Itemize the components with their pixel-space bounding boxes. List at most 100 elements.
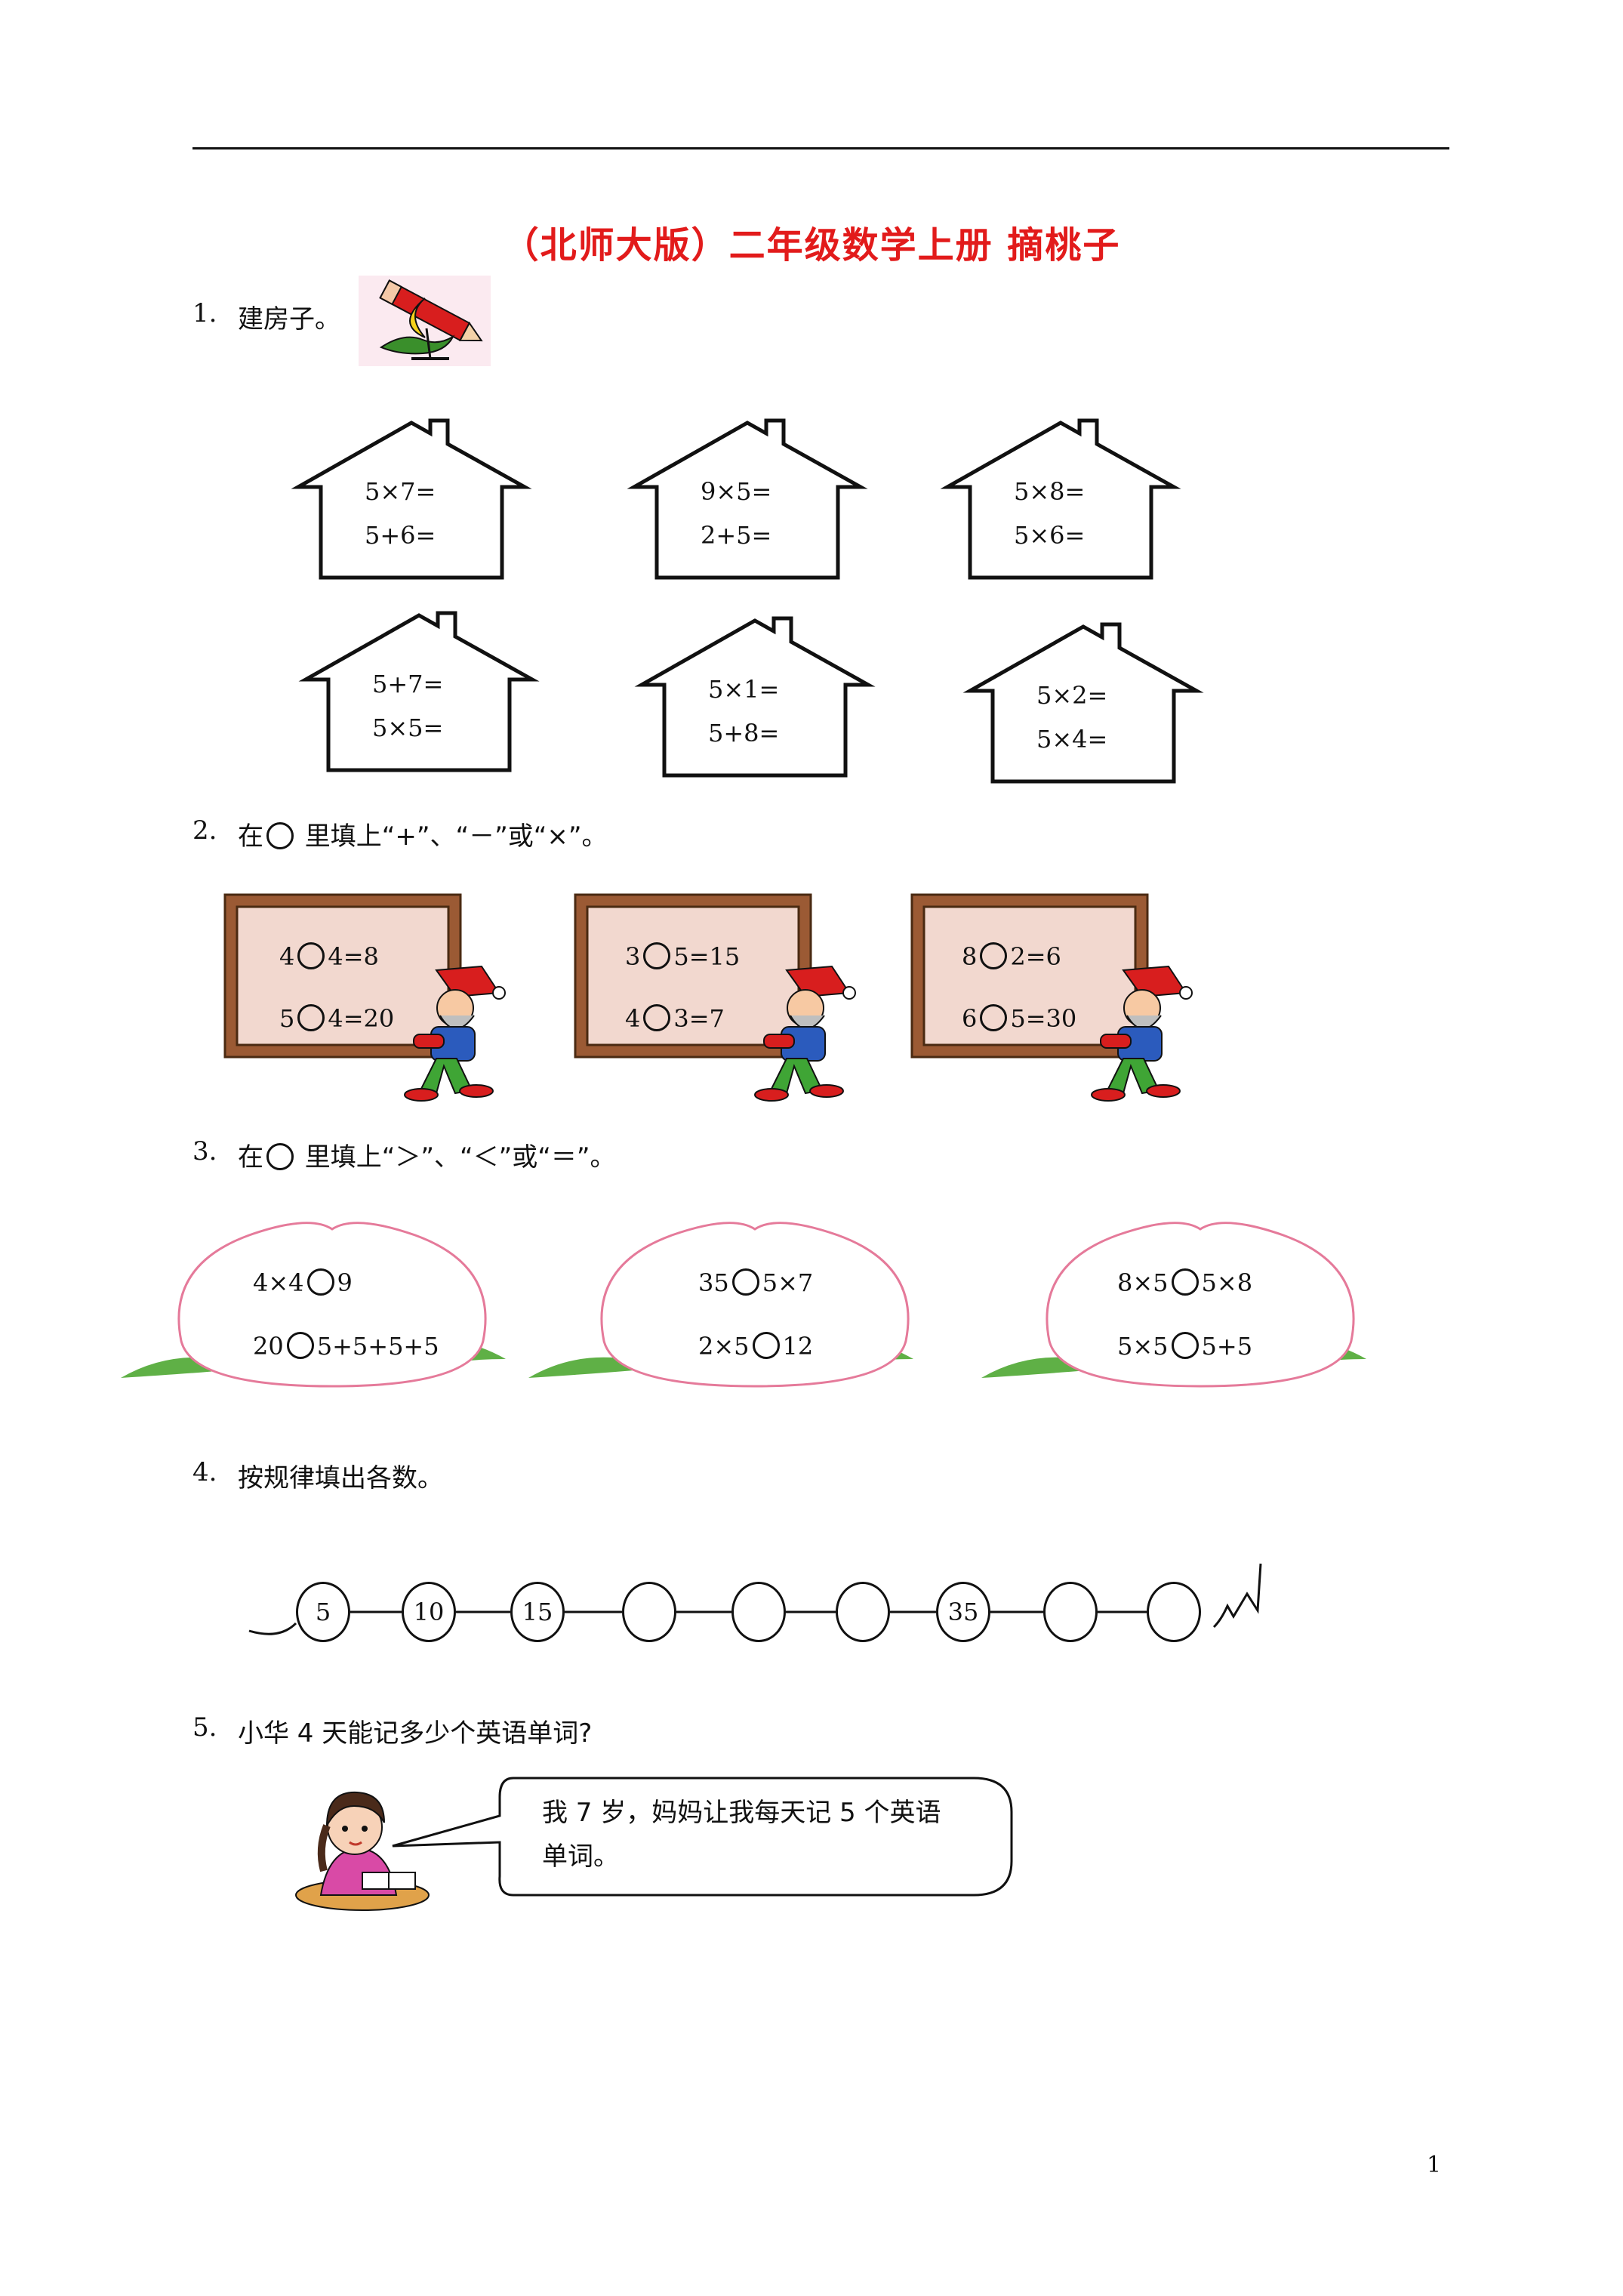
- peaches-graphics: [121, 1222, 1366, 1388]
- answer-circle[interactable]: [297, 942, 325, 969]
- q2-number: 2.: [192, 815, 217, 846]
- sequence-circle-7: 35: [936, 1582, 990, 1642]
- q3-text-before: 在: [238, 1142, 263, 1173]
- q4-text: 按规律填出各数。: [238, 1463, 443, 1493]
- house-4-eq-2: 5×5=: [372, 713, 444, 742]
- answer-circle[interactable]: [731, 1268, 759, 1296]
- house-outline: [627, 418, 868, 580]
- speech-line-1: 我 7 岁，妈妈让我每天记 5 个英语: [542, 1798, 941, 1828]
- sequence-circle-8[interactable]: [1043, 1582, 1098, 1642]
- gnome-icon: [1091, 965, 1193, 1102]
- chalkboard: [223, 893, 462, 1059]
- q1-text: 建房子。: [238, 304, 340, 334]
- sequence-circle-4[interactable]: [622, 1582, 676, 1642]
- house-6: 5×2= 5×4=: [1036, 673, 1107, 761]
- speech-bubble: [392, 1777, 1013, 1897]
- pencil-moon-icon: [359, 276, 491, 366]
- house-4-eq-1: 5+7=: [372, 670, 444, 698]
- answer-circle[interactable]: [643, 1004, 671, 1031]
- house-outline: [962, 622, 1204, 784]
- house-2-eq-2: 2+5=: [701, 521, 772, 550]
- answer-circle[interactable]: [1171, 1332, 1199, 1359]
- chalkboard: [574, 893, 812, 1059]
- house-5-eq-2: 5+8=: [708, 719, 780, 747]
- girl-reading-icon: [295, 1791, 430, 1911]
- q5-text: 小华 4 天能记多少个英语单词?: [238, 1718, 593, 1749]
- house-5-eq-1: 5×1=: [708, 675, 780, 704]
- page-number: 1: [1427, 2152, 1442, 2178]
- sequence-circle-9[interactable]: [1147, 1582, 1201, 1642]
- house-3: 5×8= 5×6=: [1014, 470, 1085, 557]
- answer-circle[interactable]: [297, 1004, 325, 1031]
- answer-circle[interactable]: [752, 1332, 780, 1359]
- house-2: 9×5= 2+5=: [701, 470, 771, 557]
- peach-icon: [1046, 1222, 1355, 1388]
- house-outline: [291, 418, 532, 580]
- sequence-circle-6[interactable]: [836, 1582, 890, 1642]
- house-outline: [940, 418, 1181, 580]
- answer-circle[interactable]: [980, 1004, 1008, 1031]
- house-outline: [634, 616, 876, 778]
- page-title: （北师大版）二年级数学上册 摘桃子: [502, 224, 1121, 267]
- answer-circle[interactable]: [643, 942, 671, 969]
- house-1: 5×7= 5+6=: [365, 470, 436, 557]
- q1-number: 1.: [192, 298, 217, 328]
- house-1-eq-2: 5+6=: [365, 521, 436, 550]
- q5-number: 5.: [192, 1712, 217, 1743]
- sequence-circle-2: 10: [402, 1582, 456, 1642]
- q2-text: 在 里填上“+”、“－”或“×”。: [238, 815, 607, 852]
- peach-icon: [600, 1222, 910, 1388]
- houses-outlines: [291, 418, 1204, 784]
- house-outline: [298, 611, 540, 772]
- house-6-eq-1: 5×2=: [1036, 681, 1108, 710]
- right-squiggle: [1212, 1563, 1262, 1629]
- speech-line-2: 单词。: [542, 1841, 619, 1872]
- answer-circle[interactable]: [306, 1268, 334, 1296]
- chalkboard: [910, 893, 1149, 1059]
- gnome-icon: [754, 965, 856, 1102]
- header-rule: [192, 147, 1449, 149]
- house-6-eq-2: 5×4=: [1036, 725, 1108, 754]
- answer-circle[interactable]: [286, 1332, 314, 1359]
- answer-circle[interactable]: [1171, 1268, 1199, 1296]
- circle-icon: [266, 822, 294, 849]
- house-5: 5×1= 5+8=: [708, 667, 779, 755]
- house-3-eq-2: 5×6=: [1014, 521, 1086, 550]
- house-4: 5+7= 5×5=: [372, 662, 443, 750]
- left-squiggle: [248, 1622, 297, 1635]
- gnome-icon: [404, 965, 506, 1102]
- q3-number: 3.: [192, 1136, 217, 1166]
- peach-icon: [177, 1222, 487, 1388]
- q3-text: 在 里填上“＞”、“＜”或“＝”。: [238, 1136, 616, 1173]
- house-1-eq-1: 5×7=: [365, 477, 436, 506]
- q2-text-after: 里填上“+”、“－”或“×”。: [297, 821, 608, 852]
- sequence-circle-5[interactable]: [731, 1582, 786, 1642]
- answer-circle[interactable]: [980, 942, 1008, 969]
- house-2-eq-1: 9×5=: [701, 477, 772, 506]
- sequence-circle-3: 15: [510, 1582, 565, 1642]
- house-3-eq-1: 5×8=: [1014, 477, 1086, 506]
- q4-number: 4.: [192, 1457, 217, 1487]
- sequence-circle-1: 5: [296, 1582, 350, 1642]
- boards-graphics: [223, 893, 1193, 1102]
- q2-text-before: 在: [238, 821, 263, 852]
- q3-text-after: 里填上“＞”、“＜”或“＝”。: [297, 1142, 616, 1173]
